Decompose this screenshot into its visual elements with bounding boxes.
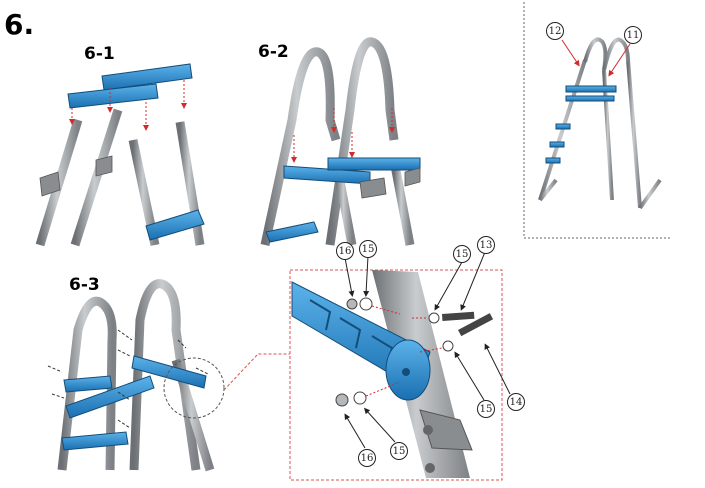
detail-border (289, 269, 503, 481)
callout-16: 16 (358, 449, 376, 467)
top-cap (67, 83, 159, 109)
handrail (129, 279, 201, 471)
callout-14: 14 (507, 393, 525, 411)
top-cap (101, 63, 193, 91)
substep-label-6-2: 6-2 (258, 42, 289, 62)
callout-15: 15 (453, 245, 471, 263)
rail-left-b (70, 108, 123, 247)
blue-step (327, 157, 421, 171)
overview-rail (538, 59, 587, 201)
bracket (359, 177, 387, 199)
blue-step (265, 221, 319, 243)
handrail-right (325, 37, 399, 246)
callout-15: 15 (390, 442, 408, 460)
callout-11: 11 (624, 26, 642, 44)
callout-16: 16 (336, 242, 354, 260)
blue-step (145, 209, 205, 241)
step-6-2-illustration (260, 37, 421, 246)
handrail (57, 296, 117, 471)
step-6-3-illustration (47, 279, 290, 472)
handrail-left (260, 47, 341, 246)
hardware-detail-panel (289, 251, 511, 481)
callout-15: 15 (477, 400, 495, 418)
bracket (419, 409, 473, 451)
overview-border (523, 2, 672, 239)
zoom-leader (223, 353, 290, 391)
rail (389, 159, 415, 246)
substep-label-6-3: 6-3 (69, 275, 100, 295)
callout-12: 12 (546, 22, 564, 40)
overview-panel (523, 2, 672, 239)
bracket (404, 167, 421, 187)
step-number-title: 6. (4, 8, 35, 41)
callout-13: 13 (477, 236, 495, 254)
substep-label-6-1: 6-1 (84, 44, 115, 64)
bracket (95, 155, 113, 177)
step-6-1-illustration (35, 63, 205, 247)
bracket (39, 171, 61, 197)
detail-zoom-circle (163, 357, 225, 419)
callout-15: 15 (359, 240, 377, 258)
